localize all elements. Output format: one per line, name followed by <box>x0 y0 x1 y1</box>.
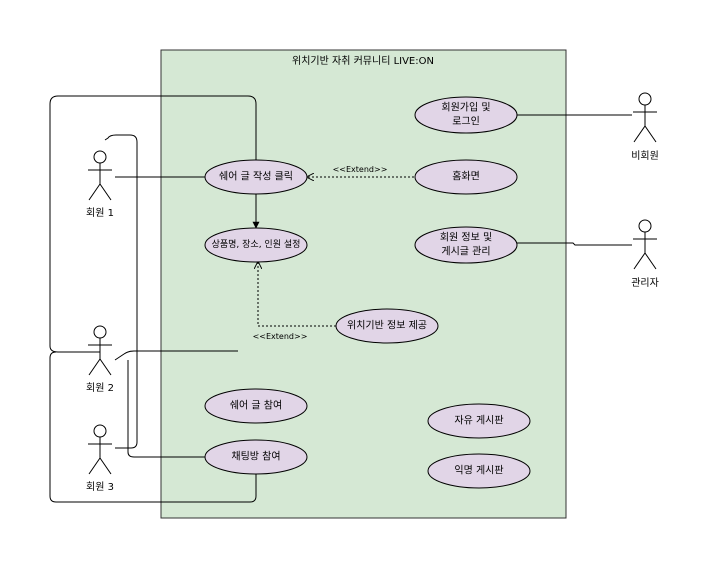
admin-association <box>517 242 632 246</box>
actor-member2[interactable]: 회원 2 <box>86 325 114 394</box>
use-case-free-board-label: 자유 게시판 <box>454 415 503 427</box>
use-case-chat-join[interactable]: 채팅방 참여 <box>204 439 308 475</box>
member3-loop <box>104 134 138 449</box>
actor-admin[interactable]: 관리자 <box>631 219 659 289</box>
use-case-home-label: 홈화면 <box>452 170 480 183</box>
system-title: 위치기반 자취 커뮤니티 LIVE:ON <box>292 54 434 67</box>
actor-member2-head <box>93 325 107 339</box>
connectors <box>49 95 632 503</box>
use-case-share-join-label: 쉐어 글 참여 <box>230 400 282 412</box>
actor-member3-label: 회원 3 <box>86 481 114 493</box>
actor-member1[interactable]: 회원 1 <box>86 150 114 219</box>
actor-non-member-label: 비회원 <box>631 150 659 162</box>
use-case-anon-board[interactable]: 익명 게시판 <box>427 453 531 489</box>
use-case-share-post[interactable]: 쉐어 글 작성 클릭 <box>204 159 308 195</box>
actor-non-member[interactable]: 비회원 <box>631 92 659 162</box>
use-case-member-manage-line1: 회원 정보 및 <box>440 232 492 244</box>
use-case-signup-login-line1: 회원가입 및 <box>441 101 490 114</box>
use-case-chat-join-label: 채팅방 참여 <box>231 451 280 463</box>
use-case-free-board[interactable]: 자유 게시판 <box>427 403 531 439</box>
use-case-member-manage-line2: 게시글 관리 <box>441 246 490 258</box>
extend-label-top: <<Extend>> <box>333 165 388 174</box>
use-case-share-join[interactable]: 쉐어 글 참여 <box>204 388 308 424</box>
use-case-location-info-label: 위치기반 정보 제공 <box>347 319 427 332</box>
actor-member2-label: 회원 2 <box>86 382 114 394</box>
use-case-product-settings[interactable]: 상품명, 장소, 인원 설정 <box>204 227 308 263</box>
bottom-loop <box>49 351 257 503</box>
member2-association <box>114 350 238 361</box>
use-case-anon-board-label: 익명 게시판 <box>454 465 503 477</box>
use-case-location-info[interactable]: 위치기반 정보 제공 <box>335 308 439 344</box>
use-case-member-manage[interactable]: 회원 정보 및 게시글 관리 <box>414 226 518 264</box>
extend-location-settings <box>258 262 336 327</box>
actor-admin-label: 관리자 <box>631 277 659 289</box>
actor-admin-head <box>638 219 652 233</box>
use-case-product-settings-label: 상품명, 장소, 인원 설정 <box>212 239 301 250</box>
use-case-signup-login-line2: 로그인 <box>452 116 480 128</box>
use-case-home[interactable]: 홈화면 <box>414 159 518 195</box>
member2-chat-association <box>127 360 206 458</box>
member-group-loop <box>49 95 257 353</box>
actor-member3-head <box>93 424 107 438</box>
actor-member1-head <box>93 150 107 164</box>
use-case-signup-login[interactable]: 회원가입 및 로그인 <box>414 96 518 134</box>
extend-label-bottom: <<Extend>> <box>253 332 308 341</box>
actor-member3[interactable]: 회원 3 <box>86 424 114 493</box>
actor-non-member-head <box>638 92 652 106</box>
actor-member1-label: 회원 1 <box>86 207 114 219</box>
use-case-share-post-label: 쉐어 글 작성 클릭 <box>219 171 293 183</box>
